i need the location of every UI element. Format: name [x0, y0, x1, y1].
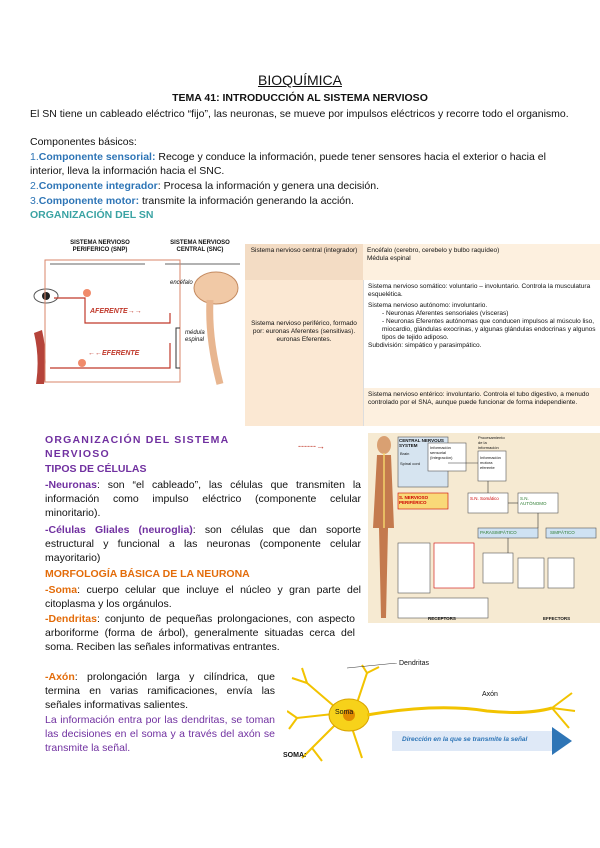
receptors-label: RECEPTORS	[428, 616, 456, 621]
encefalo-text: Encéfalo (cerebro, cerebelo y bulbo raqu…	[367, 247, 500, 254]
somatico-label: S.N. Somático	[470, 496, 499, 501]
brain-label: Brain	[400, 451, 410, 456]
axon-paragraph: -Axón: prolongación larga y cilíndrica, …	[45, 670, 275, 712]
page-title: BIOQUÍMICA	[257, 72, 342, 88]
soma-label: Soma	[335, 709, 354, 716]
item-number: 3.	[30, 195, 39, 207]
effectors-label: EFFECTORS	[543, 616, 571, 621]
neuron-diagram: Dendritas Axón Soma Dirección en la que …	[287, 660, 577, 763]
eferentes-value: Neuronas Eferentes autónomas que conduce…	[382, 318, 596, 341]
glia-term: -Células Gliales (neuroglia)	[45, 524, 193, 536]
table-cell-snc: Sistema nervioso central (integrador)	[245, 244, 363, 280]
dendritas-paragraph: -Dendritas: conjunto de pequeñas prolong…	[45, 612, 355, 654]
topic-title: TEMA 41: INTRODUCCIÓN AL SISTEMA NERVIOS…	[172, 92, 428, 104]
somatico-text: Sistema nervioso somático: voluntario – …	[368, 283, 591, 298]
intro-paragraph: El SN tiene un cableado eléctrico “fijo”…	[30, 108, 569, 120]
axon-label: Axón	[482, 691, 498, 698]
processing-label: Procesamiento de la información	[478, 435, 505, 450]
arrow-to-diagram: ------→	[298, 441, 325, 451]
efferent-label: Información motora eferente	[480, 455, 501, 470]
integration-label: Información sensorial (Integración)	[430, 445, 453, 460]
nervous-system-chart: CENTRAL NERVOUS SYSTEM Brain Spinal cord…	[368, 433, 600, 623]
component-item-sensorial: 1.Componente sensorial: Recoge y conduce…	[30, 150, 575, 178]
eferentes-text: - Neuronas Eferentes autónomas que condu…	[382, 318, 596, 341]
parasimpatico-label: PARASIMPÁTICO	[480, 530, 517, 535]
subdivision-text: Subdivisión: simpático y parasimpático.	[368, 342, 482, 349]
item-term: Componente sensorial:	[38, 151, 156, 163]
table-cell-enterico: Sistema nervioso entérico: involuntario.…	[363, 388, 600, 426]
table-cell-encefalo: Encéfalo (cerebro, cerebelo y bulbo raqu…	[363, 244, 600, 280]
medula-text: Médula espinal	[367, 255, 411, 262]
aferentes-text: - Neuronas Aferentes sensoriales (víscer…	[382, 310, 509, 317]
axon-term: -Axón	[45, 671, 75, 683]
neuronas-term: -Neuronas	[45, 479, 97, 491]
summary-paragraph: La información entra por las dendritas, …	[45, 714, 275, 754]
table-cell-somatico: Sistema nervioso somático: voluntario – …	[363, 280, 600, 388]
axon-text: : prolongación larga y cilíndrica, que t…	[45, 671, 275, 711]
arrow-right-icon: →→	[127, 308, 142, 315]
simpatico-label: SIMPÁTICO	[550, 530, 575, 535]
autonomo-text: Sistema nervioso autónomo: involuntario.	[368, 302, 488, 309]
spinal-label: Spinal cord	[400, 461, 421, 466]
item-term: Componente motor:	[38, 195, 140, 207]
components-label: Componentes básicos:	[30, 136, 137, 148]
snp-snc-diagram: SISTEMA NERVIOSO PERIFERICO (SNP) SISTEM…	[30, 238, 245, 386]
soma-term: -Soma	[45, 584, 78, 596]
neuronas-text: : son “el cableado”, las células que tra…	[45, 479, 361, 519]
sn-organization-table: Sistema nervioso central (integrador) En…	[245, 244, 600, 426]
autonomo-label: S.N. AUTÓNOMO	[520, 496, 547, 506]
aferentes-value: Neuronas Aferentes sensoriales (vísceras…	[385, 310, 509, 317]
aferente-label: AFERENTE→→	[90, 308, 142, 315]
item-text: Recoge y conduce la información, puede t…	[30, 151, 546, 177]
morfologia-heading: MORFOLOGÍA BÁSICA DE LA NEURONA	[45, 568, 250, 580]
aferente-text: AFERENTE	[90, 308, 128, 315]
encefalo-label: encéfalo	[170, 280, 193, 286]
eferente-text: EFERENTE	[102, 350, 140, 357]
item-text: transmite la información generando la ac…	[139, 195, 354, 207]
component-item-integrador: 2.Componente integrador: Procesa la info…	[30, 179, 575, 193]
soma-text: : cuerpo celular que incluye el núcleo y…	[45, 584, 361, 610]
snp-label: SISTEMA NERVIOSO PERIFERICO (SNP)	[70, 240, 130, 253]
eferente-label: ←←EFERENTE	[88, 350, 139, 357]
arrow-left-icon: ←←	[88, 350, 102, 357]
medula-label: médula espinal	[185, 330, 205, 343]
dendritas-text: : conjunto de pequeñas prolongaciones, c…	[45, 613, 355, 653]
pns-label: S. NERVIOSO PERIFÉRICO	[399, 495, 429, 505]
item-text: : Procesa la información y genera una de…	[157, 180, 379, 192]
item-term: Componente integrador	[38, 180, 158, 192]
cns-label: CENTRAL NERVOUS SYSTEM	[399, 438, 444, 448]
section-heading-organizacion-sn: ORGANIZACIÓN DEL SISTEMA NERVIOSO	[45, 434, 229, 460]
component-item-motor: 3.Componente motor: transmite la informa…	[30, 194, 575, 208]
section-heading-organizacion: ORGANIZACIÓN DEL SN	[30, 209, 154, 221]
item-number: 2.	[30, 180, 39, 192]
dendritas-label: Dendritas	[399, 660, 429, 667]
soma-caption: SOMA:	[283, 752, 307, 759]
neuronas-paragraph: -Neuronas: son “el cableado”, las célula…	[45, 478, 361, 520]
soma-paragraph: -Soma: cuerpo celular que incluye el núc…	[45, 583, 361, 611]
table-cell-snp: Sistema nervioso periférico, formado por…	[245, 280, 363, 426]
dendritas-term: -Dendritas	[45, 613, 97, 625]
types-heading: TIPOS DE CÉLULAS	[45, 463, 147, 475]
direction-label: Dirección en la que se transmite la seña…	[402, 736, 528, 743]
glia-text: : son células que dan soporte estructura…	[45, 524, 361, 564]
item-number: 1.	[30, 151, 39, 163]
glia-paragraph: -Células Gliales (neuroglia): son célula…	[45, 523, 361, 565]
snc-label: SISTEMA NERVIOSO CENTRAL (SNC)	[170, 240, 230, 253]
